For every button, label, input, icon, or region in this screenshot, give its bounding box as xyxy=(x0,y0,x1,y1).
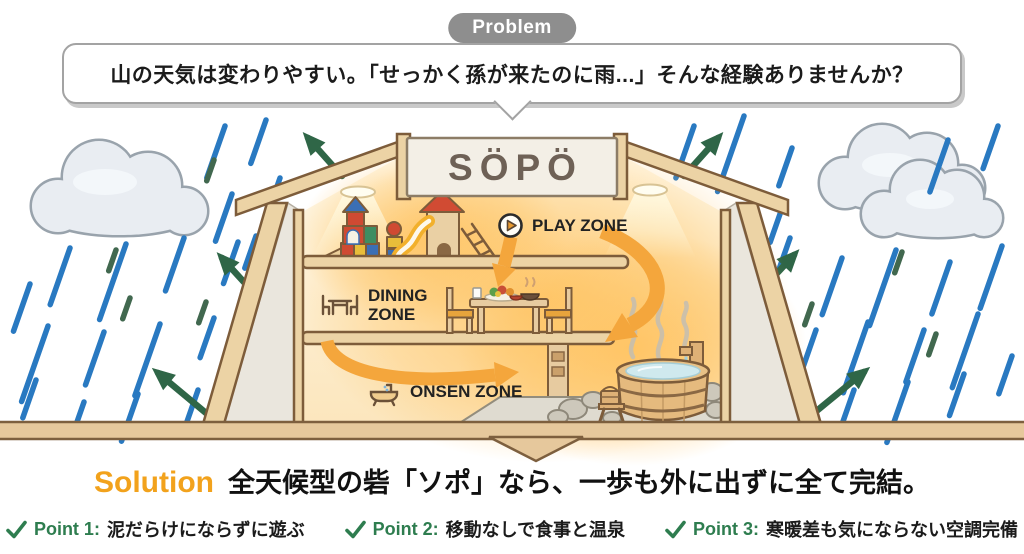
rain-streak xyxy=(105,247,119,274)
rain-streak xyxy=(82,329,107,388)
rain-streak xyxy=(195,299,209,326)
flow-arrows xyxy=(320,223,665,388)
rain-cloud-right-front xyxy=(862,161,1002,237)
rain-streak xyxy=(977,243,1005,312)
rain-streak xyxy=(776,145,795,189)
rain-streak xyxy=(10,281,33,334)
problem-speech-bubble: 山の天気は変わりやすい。「せっかく孫が来たのに雨...」そんな経験ありませんか？ xyxy=(62,43,962,104)
point-label: Point 1: xyxy=(33,518,100,539)
building-sign-board xyxy=(405,136,619,198)
rain-cloud-left xyxy=(32,141,207,235)
rain-streak xyxy=(980,123,1001,172)
ground xyxy=(0,420,1024,463)
bathtub-icon xyxy=(369,383,399,407)
point-item-3: Point 3: 寒暖差も気にならない空調完備 xyxy=(665,516,1018,542)
rain-streak xyxy=(242,233,259,271)
rain-streak xyxy=(801,301,815,328)
point-text: 寒暖差も気にならない空調完備 xyxy=(766,520,1019,540)
solution-headline: Solution 全天候型の砦「ソポ」なら、一歩も外に出ずに全て完結。 xyxy=(0,461,1024,500)
play-icon xyxy=(498,213,523,238)
zone-label-play: PLAY ZONE xyxy=(497,212,627,239)
rain-streak xyxy=(197,315,217,361)
rain-streak xyxy=(47,245,73,308)
rain-streak xyxy=(925,331,939,358)
ceiling-light-icon xyxy=(632,183,668,197)
onsen-zone-bath xyxy=(454,293,727,425)
rain-streak xyxy=(119,295,133,322)
check-icon xyxy=(344,520,366,538)
rain-streak xyxy=(927,137,951,195)
rain-streak xyxy=(946,371,967,419)
rain-streak xyxy=(903,327,927,385)
point-item-2: Point 2: 移動なしで食事と温泉 xyxy=(344,516,626,542)
point-text: 移動なしで食事と温泉 xyxy=(445,520,626,540)
point-item-1: Point 1: 泥だらけにならずに遊ぶ xyxy=(6,516,305,542)
problem-badge: Problem xyxy=(448,13,576,43)
dining-table-icon xyxy=(321,294,359,315)
building-sign-text: SÖPÖ xyxy=(448,147,583,188)
zone-label-text: PLAY ZONE xyxy=(532,215,628,235)
solution-label: Solution xyxy=(94,466,214,499)
rain-streak xyxy=(96,241,129,323)
rain-streak xyxy=(132,321,163,399)
rain-streak xyxy=(248,117,269,167)
solution-points: Point 1: 泥だらけにならずに遊ぶ Point 2: 移動なしで食事と温泉… xyxy=(0,516,1024,542)
building xyxy=(201,132,823,466)
zone-label-onsen: ONSEN ZONE xyxy=(366,377,522,407)
rain-streak xyxy=(866,247,899,329)
rain-streak xyxy=(162,235,187,294)
rain-streak xyxy=(819,255,845,318)
ceiling-light-icon xyxy=(340,185,376,199)
zone-label-dining: DINING ZONE xyxy=(320,286,442,324)
dining-zone-furniture xyxy=(446,277,573,334)
rain-streak xyxy=(996,353,1015,397)
zone-label-text: ONSEN ZONE xyxy=(410,382,523,401)
check-icon xyxy=(665,520,686,538)
rain-streak xyxy=(20,377,39,421)
point-text: 泥だらけにならずに遊ぶ xyxy=(106,520,305,540)
solution-text: 全天候型の砦「ソポ」なら、一歩も外に出ずに全て完結。 xyxy=(227,468,930,498)
rain-streak xyxy=(949,311,981,391)
rain-streak xyxy=(18,323,51,405)
problem-text: 山の天気は変わりやすい。「せっかく孫が来たのに雨...」そんな経験ありませんか？ xyxy=(110,63,914,87)
point-label: Point 3: xyxy=(693,518,760,539)
point-label: Point 2: xyxy=(372,518,439,539)
zone-label-text: DINING ZONE xyxy=(368,286,428,324)
check-icon xyxy=(6,520,27,538)
rain-streak xyxy=(203,157,217,184)
rain-streak xyxy=(212,191,235,244)
rain-streak xyxy=(929,259,953,317)
rain-streak xyxy=(182,387,201,429)
rain-streak xyxy=(891,249,905,276)
